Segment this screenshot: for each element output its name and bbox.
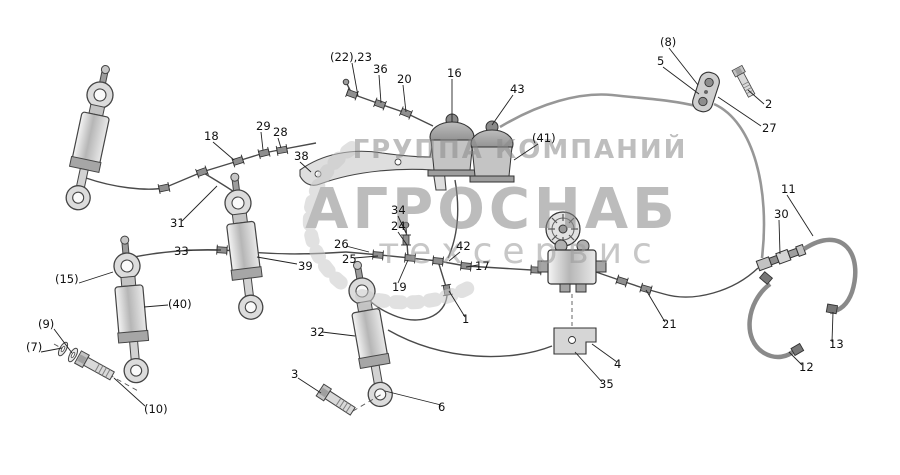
leader-line-15 (78, 271, 114, 284)
leader-line-27 (717, 96, 762, 127)
leader-line-31 (181, 185, 218, 222)
leader-lines (40, 47, 834, 407)
reservoir-tank-right (469, 120, 515, 183)
mounting-bolt (315, 383, 383, 418)
leader-line-39 (256, 256, 298, 265)
hose-end-fitting (790, 342, 805, 357)
leader-line-34 (397, 215, 407, 234)
leader-line-29 (260, 131, 264, 151)
coupling-disc (545, 211, 581, 247)
leader-line-2 (747, 89, 765, 105)
hose-loop-lower (747, 282, 797, 360)
laurel-wreath-left (302, 141, 359, 295)
leader-line-32 (321, 331, 356, 337)
leader-line-26 (345, 245, 370, 253)
hose-top-right (499, 93, 697, 129)
bolt-washer-assembly (53, 340, 141, 393)
leader-line-7 (40, 347, 63, 353)
leader-line-13 (831, 311, 834, 343)
leader-line-21 (645, 289, 666, 323)
leader-line-19 (397, 259, 409, 284)
hydraulic-cylinder-bottom-mid (341, 258, 398, 410)
watermark-brand: АГРОСНАБ (305, 177, 679, 242)
flange-bolt (731, 64, 757, 99)
watermark-company-group: ГРУППА КОМПАНИЙ (353, 133, 688, 165)
leader-line-38 (299, 161, 312, 173)
hydraulic-cylinder-top-left (60, 61, 122, 214)
leader-line-36 (378, 74, 382, 104)
leader-line-3 (297, 377, 322, 394)
leader-line-18 (212, 141, 235, 161)
hydraulic-cylinder-bottom-left (108, 234, 153, 385)
leader-line-25 (353, 255, 379, 259)
leader-line-1 (448, 290, 466, 318)
watermark: ГРУППА КОМПАНИЙ АГРОСНАБ техсервис (302, 133, 688, 310)
leader-line-8 (668, 47, 699, 86)
leader-line-42 (448, 251, 461, 262)
hose-end-fitting (758, 271, 774, 285)
leader-line-5 (662, 66, 700, 95)
leader-line-35 (574, 351, 603, 383)
leader-line-10 (113, 377, 146, 407)
leader-line-30 (778, 219, 781, 255)
hose-loop-upper (802, 237, 858, 315)
mounting-plate (553, 294, 597, 355)
flange-coupling (692, 71, 720, 113)
leader-line-28 (277, 137, 282, 149)
hose-end-fitting (825, 303, 839, 315)
leader-line-24 (397, 231, 408, 246)
laurel-wreath-bottom (355, 281, 475, 310)
hose-right-down (713, 102, 766, 259)
leader-line-41 (513, 143, 539, 161)
valve-block (537, 239, 607, 293)
leader-line-6 (384, 390, 442, 406)
watermark-service: техсервис (378, 231, 662, 272)
hydraulic-cylinder-mid-left (218, 170, 268, 322)
leader-line-12 (788, 351, 803, 366)
leader-line-20 (402, 84, 407, 113)
leader-line-4 (591, 343, 618, 363)
leader-line-40 (143, 304, 169, 308)
leader-line-43 (491, 94, 514, 126)
leader-line-11 (786, 194, 814, 237)
leader-line-9 (53, 328, 73, 354)
pipe-fittings (157, 78, 653, 297)
leader-line-17 (465, 264, 479, 268)
leader-line-2223 (351, 62, 359, 97)
